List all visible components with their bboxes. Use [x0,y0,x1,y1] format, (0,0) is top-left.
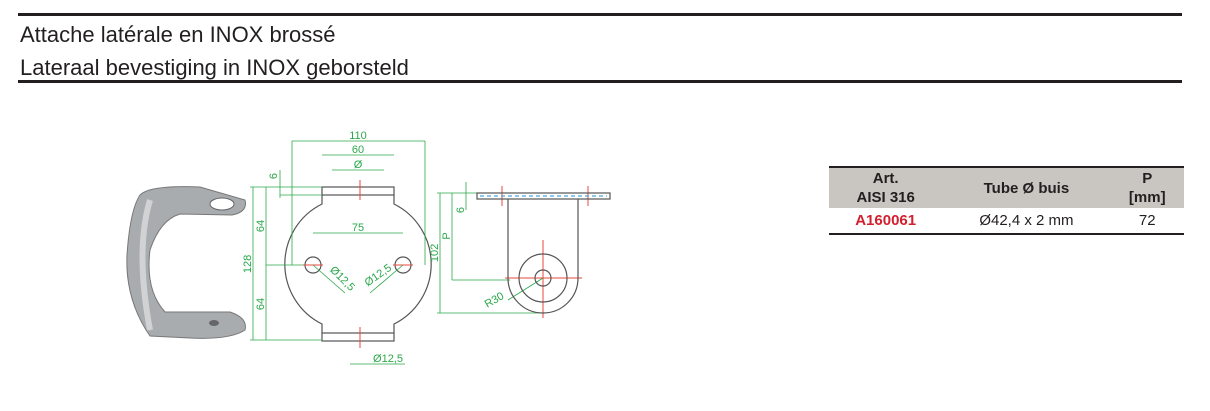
table-header-row: Art.AISI 316 Tube Ø buis P[mm] [829,166,1184,208]
table-row: A160061 Ø42,4 x 2 mm 72 [829,208,1184,235]
dim-hole-right: Ø12,5 [363,262,394,289]
technical-drawing: 110 60 Ø 75 Ø12,5 128 64 64 6 Ø12,5 Ø12,… [126,130,611,365]
p-value: 72 [1110,208,1184,235]
title-french: Attache latérale en INOX brossé [20,22,336,47]
dim-tube-dia: Ø [354,159,363,171]
header-art: Art.AISI 316 [829,166,943,208]
dim-radius: R30 [483,290,506,310]
title-dutch: Lateraal bevestiging in INOX geborsteld [20,55,409,80]
side-view [476,192,611,314]
center-lines [303,180,589,348]
dimension-lines [250,140,544,365]
top-rule [18,13,1182,16]
dim-hole-spacing: 75 [352,222,364,234]
dim-half-top: 64 [255,220,267,232]
dim-width-total: 110 [349,130,367,142]
tube-size: Ø42,4 x 2 mm [942,208,1111,235]
article-number: A160061 [829,208,943,235]
product-table: Art.AISI 316 Tube Ø buis P[mm] A160061 Ø… [829,166,1184,235]
title-bottom-rule [18,80,1182,83]
dim-half-bottom: 64 [255,298,267,310]
dim-tab-thickness: 6 [268,173,280,179]
header-p: P[mm] [1110,166,1184,208]
dim-hole-bottom: Ø12,5 [373,353,403,365]
dim-width-tab: 60 [352,144,364,156]
dim-side-height: 102 [429,244,441,262]
dim-hole-left: Ø12,5 [327,264,357,294]
header-tube: Tube Ø buis [942,166,1111,208]
product-photo [126,186,246,339]
front-view [284,186,432,342]
dim-p: P [441,232,453,239]
dim-total-height: 128 [242,255,254,273]
dim-side-thickness: 6 [455,207,467,213]
